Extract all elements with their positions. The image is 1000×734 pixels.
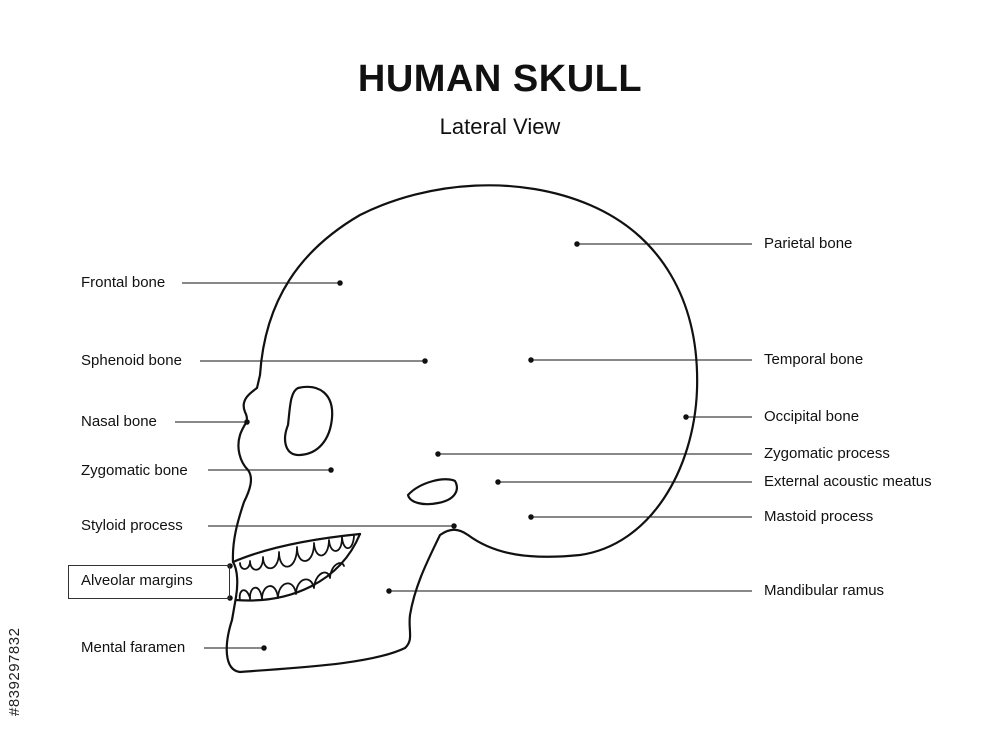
label-zygomatic-bone: Zygomatic bone bbox=[81, 462, 188, 479]
skull-outline bbox=[225, 184, 699, 674]
label-external-acoustic-meatus: External acoustic meatus bbox=[764, 473, 932, 490]
label-temporal-bone: Temporal bone bbox=[764, 351, 864, 368]
diagram-title: HUMAN SKULL bbox=[357, 58, 643, 100]
leader-lines bbox=[175, 241, 752, 651]
label-alveolar-margins: Alveolar margins bbox=[81, 572, 193, 589]
label-occipital-bone: Occipital bone bbox=[764, 408, 860, 425]
label-mandibular-ramus: Mandibular ramus bbox=[764, 582, 885, 599]
alveolar-margins-box bbox=[68, 565, 230, 599]
diagram-subtitle: Lateral View bbox=[439, 114, 561, 139]
upper-jaw-outline bbox=[231, 532, 362, 564]
upper-teeth bbox=[239, 535, 355, 571]
stock-image-id: #839297832 bbox=[6, 627, 23, 716]
label-sphenoid-bone: Sphenoid bone bbox=[81, 352, 182, 369]
label-frontal-bone: Frontal bone bbox=[81, 274, 166, 291]
label-nasal-bone: Nasal bone bbox=[81, 413, 157, 430]
label-zygomatic-process: Zygomatic process bbox=[764, 445, 890, 462]
lower-jaw-outline bbox=[234, 532, 362, 602]
orbit-outline bbox=[284, 385, 334, 457]
ear-opening-outline bbox=[406, 478, 458, 506]
lower-teeth bbox=[238, 562, 345, 601]
label-mental-faramen: Mental faramen bbox=[81, 639, 186, 656]
label-parietal-bone: Parietal bone bbox=[764, 235, 853, 252]
label-styloid-process: Styloid process bbox=[81, 517, 183, 534]
label-mastoid-process: Mastoid process bbox=[764, 508, 874, 525]
